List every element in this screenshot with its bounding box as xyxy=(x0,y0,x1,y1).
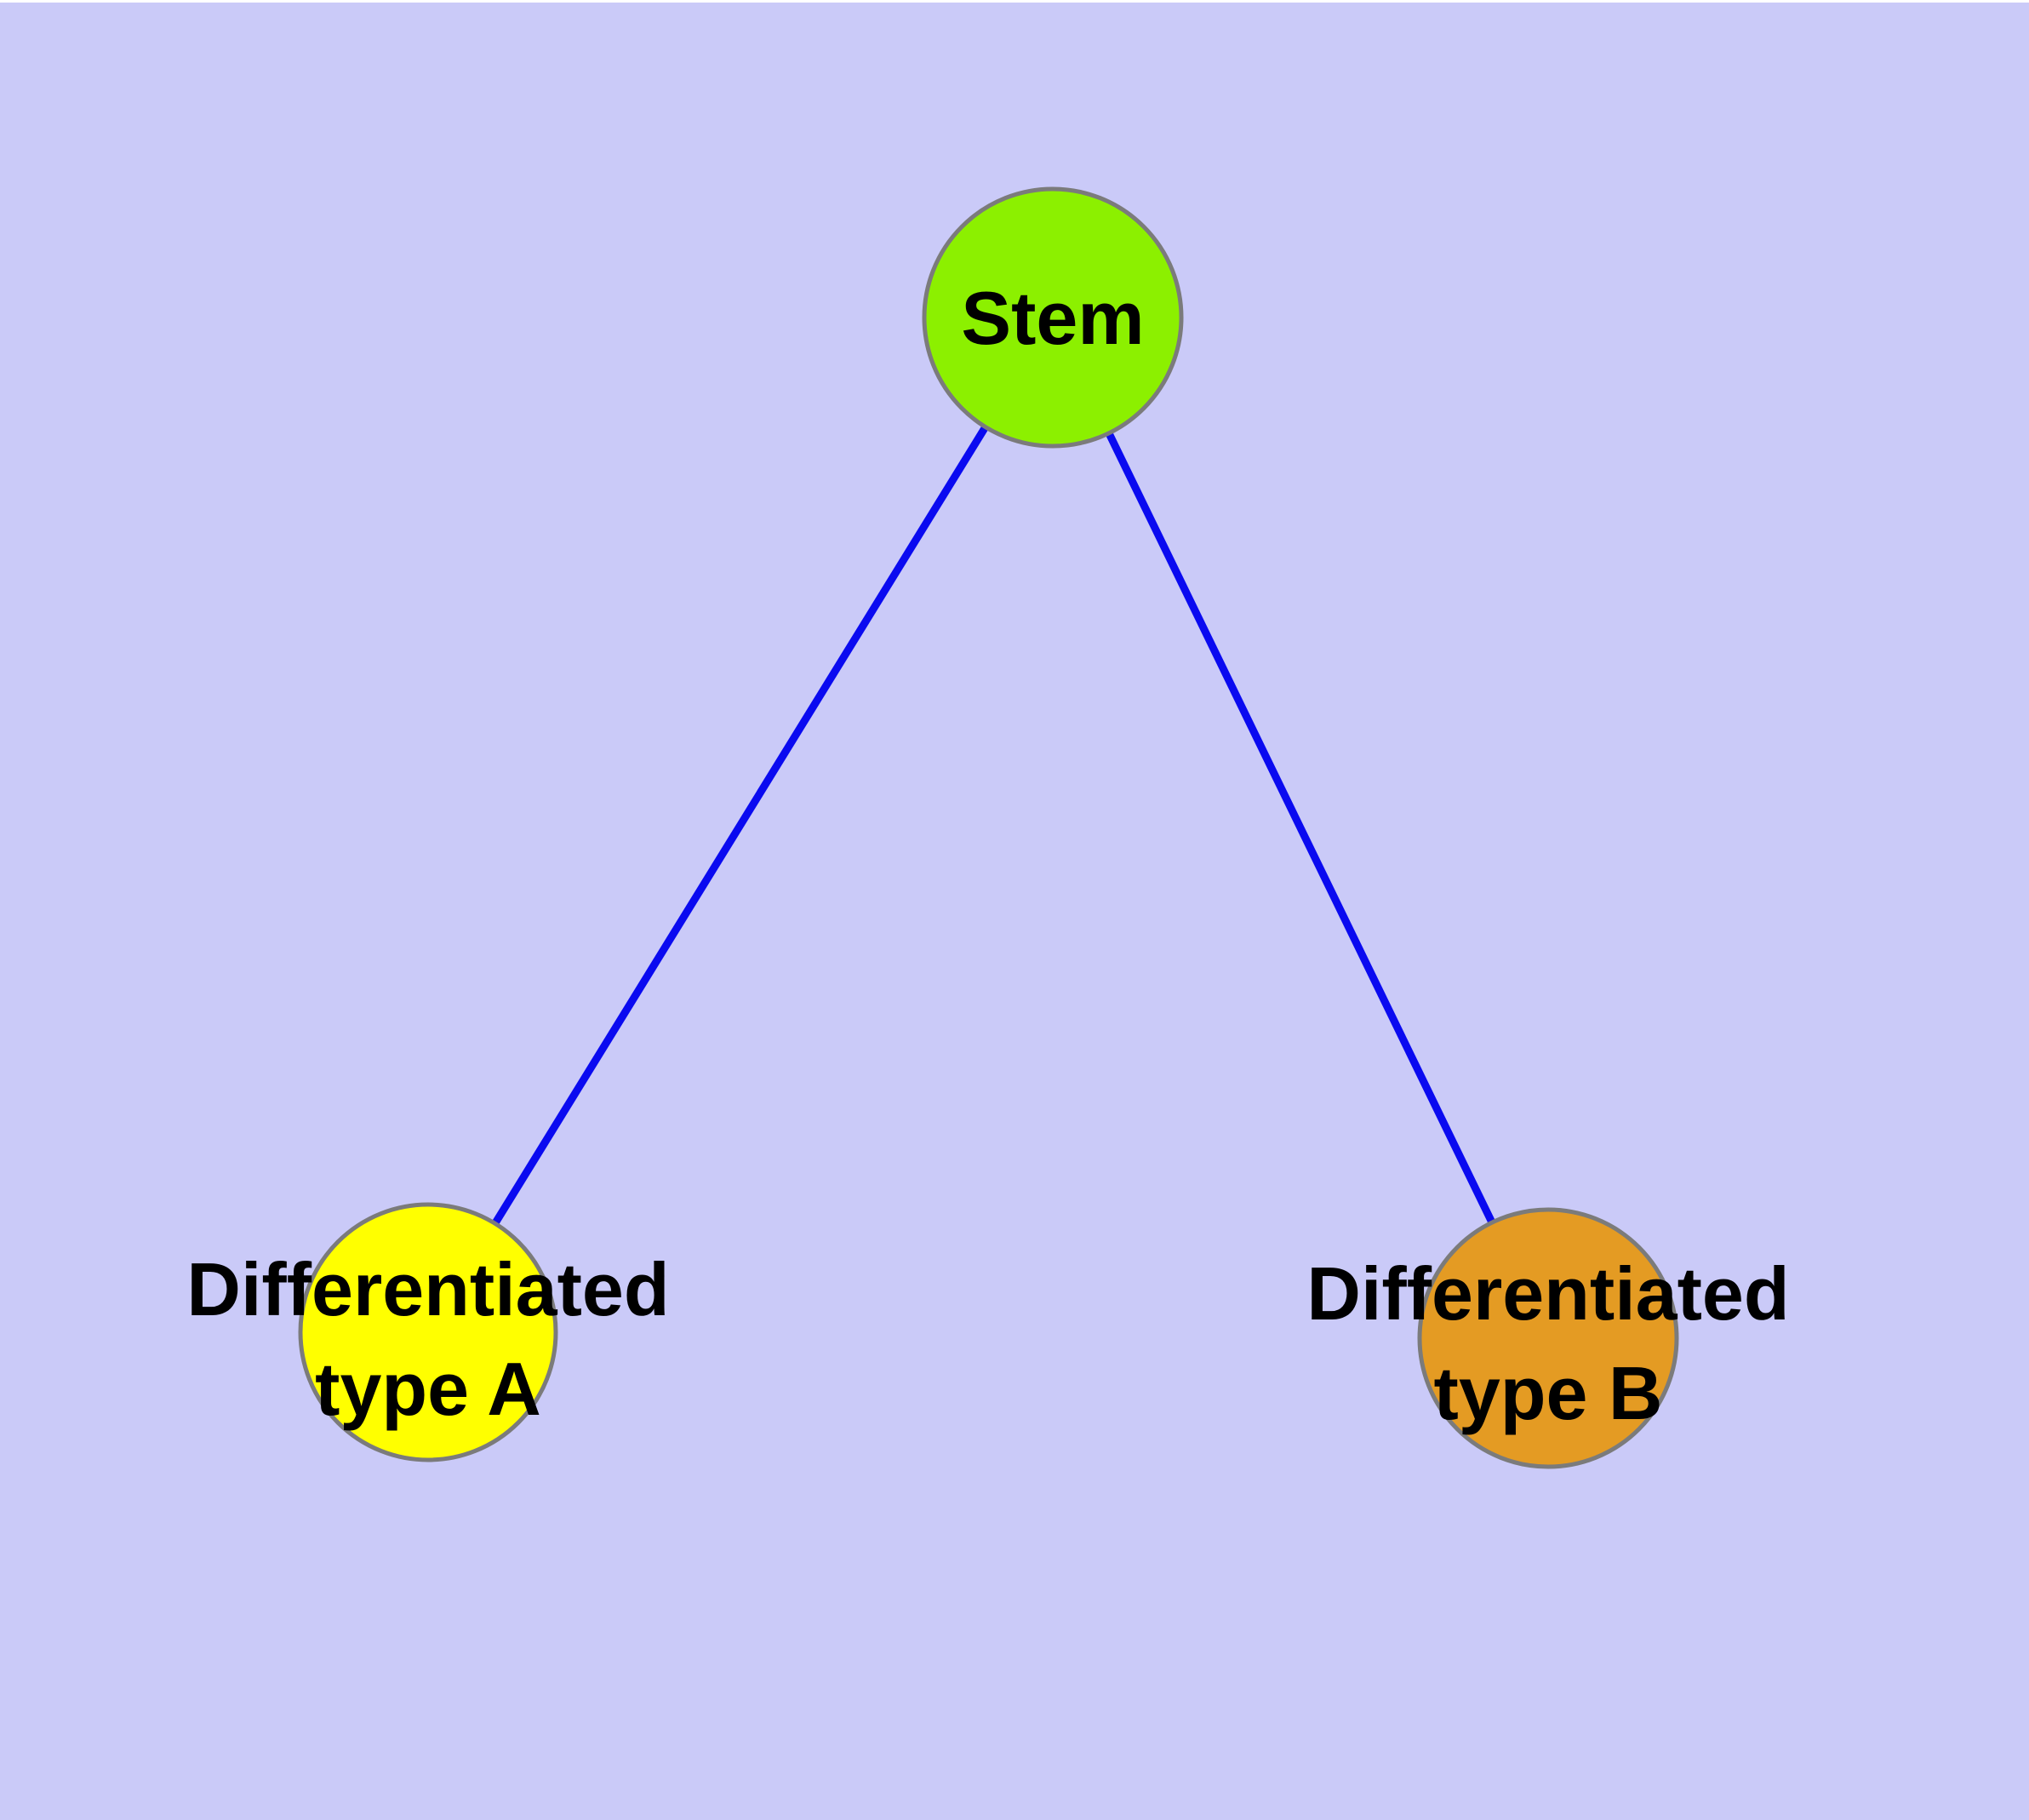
node-stem xyxy=(922,186,1184,449)
node-type-b-label-line1: Differentiated xyxy=(1306,1251,1789,1336)
node-type-a-label-line2: type A xyxy=(315,1347,541,1431)
node-type-a-label-line1: Differentiated xyxy=(186,1247,669,1331)
node-type-b-label-line2: type B xyxy=(1434,1351,1663,1435)
node-stem-label: Stem xyxy=(961,276,1144,360)
edge-stem-to-type-a xyxy=(425,315,1056,1335)
top-edge-strip xyxy=(0,0,2029,3)
node-differentiated-type-a xyxy=(298,1202,558,1462)
node-differentiated-type-b xyxy=(1417,1207,1679,1469)
edge-stem-to-type-b xyxy=(1049,316,1552,1340)
